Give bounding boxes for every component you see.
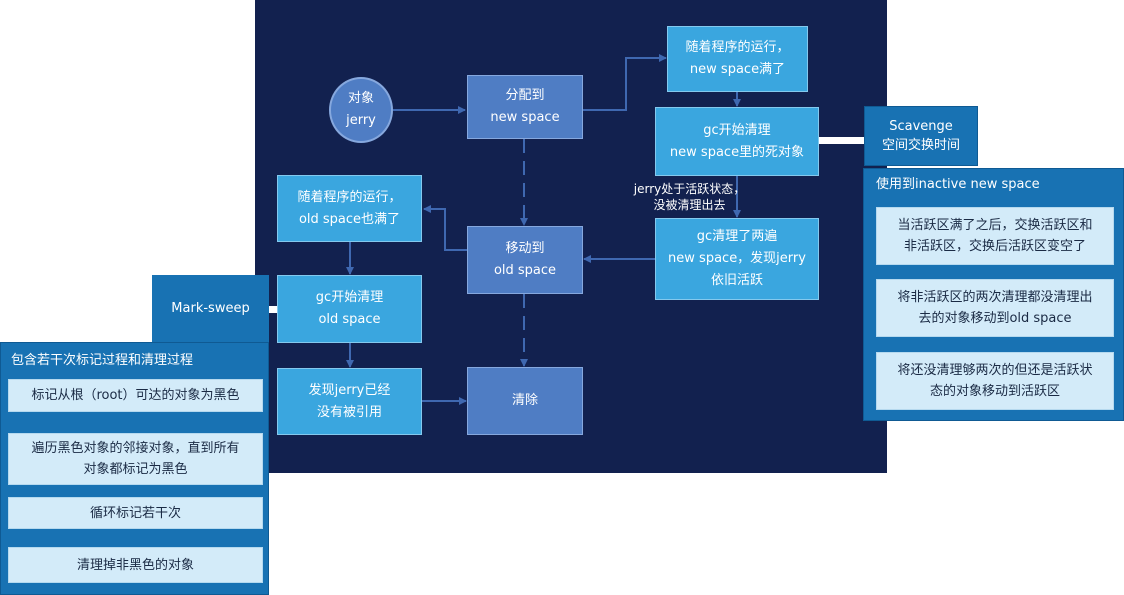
scavenge-panel-title: 使用到inactive new space xyxy=(876,177,1040,192)
node-gc-clean-old-space: gc开始清理 old space xyxy=(277,275,422,343)
marksweep-panel-title: 包含若干次标记过程和清理过程 xyxy=(11,353,194,368)
node-alloc-new-space: 分配到 new space xyxy=(467,75,583,139)
node-gc-clean-new-space: gc开始清理 new space里的死对象 xyxy=(655,107,819,176)
note-jerry-active: jerry处于活跃状态， 没被清理出去 xyxy=(633,182,746,212)
marksweep-step-2: 遍历黑色对象的邻接对象，直到所有 对象都标记为黑色 xyxy=(8,433,263,485)
marksweep-step-3: 循环标记若干次 xyxy=(8,497,263,529)
arrow-move-to-oldfull xyxy=(423,205,467,251)
node-found-unreferenced: 发现jerry已经 没有被引用 xyxy=(277,368,422,435)
scavenge-step-3: 将还没清理够两次的但还是活跃状 态的对象移动到活跃区 xyxy=(876,352,1114,410)
node-object-jerry: 对象 jerry xyxy=(329,77,393,143)
marksweep-step-4: 清理掉非黑色的对象 xyxy=(8,547,263,583)
scavenge-step-1: 当活跃区满了之后，交换活跃区和 非活跃区，交换后活跃区变空了 xyxy=(876,207,1114,265)
scavenge-step-2: 将非活跃区的两次清理都没清理出 去的对象移动到old space xyxy=(876,279,1114,337)
scavenge-panel: 使用到inactive new space 当活跃区满了之后，交换活跃区和 非活… xyxy=(863,168,1124,421)
connector-scavenge xyxy=(819,137,864,144)
marksweep-step-1: 标记从根（root）可达的对象为黑色 xyxy=(8,379,263,412)
marksweep-panel: 包含若干次标记过程和清理过程 标记从根（root）可达的对象为黑色 遍历黑色对象… xyxy=(0,342,269,595)
node-new-space-full: 随着程序的运行， new space满了 xyxy=(667,26,808,92)
node-clear: 清除 xyxy=(467,367,583,435)
arrow-alloc-to-newfull xyxy=(583,54,667,111)
node-move-old-space: 移动到 old space xyxy=(467,226,583,294)
node-old-space-full: 随着程序的运行， old space也满了 xyxy=(277,175,422,242)
scavenge-label: Scavenge 空间交换时间 xyxy=(864,106,978,166)
marksweep-label: Mark-sweep xyxy=(152,275,269,342)
node-gc-twice: gc清理了两遍 new space，发现jerry 依旧活跃 xyxy=(655,218,819,300)
